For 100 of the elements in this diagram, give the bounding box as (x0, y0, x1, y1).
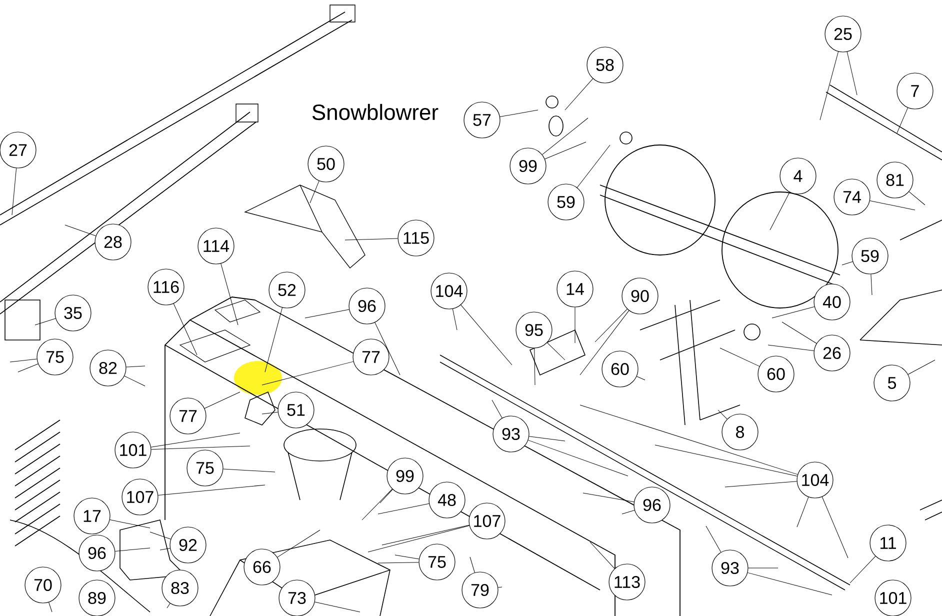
leader-line (380, 489, 393, 504)
leader-line (870, 274, 872, 296)
leader-line (534, 348, 536, 386)
leader-line (150, 532, 171, 540)
callout-number: 59 (852, 238, 888, 274)
callout-number: 60 (758, 356, 794, 392)
leader-line (150, 432, 240, 448)
leader-line (160, 548, 170, 550)
leader-line (768, 344, 814, 351)
callout-number: 52 (268, 272, 306, 308)
leader-line (580, 310, 630, 376)
leader-line (908, 360, 936, 375)
callout-number: 107 (468, 502, 506, 540)
leader-line (528, 436, 566, 442)
callout-number: 59 (548, 184, 584, 220)
leader-line (382, 524, 470, 546)
leader-line (908, 191, 926, 206)
leader-line (277, 530, 320, 558)
leader-line (126, 366, 146, 368)
callout-number: 96 (348, 288, 386, 324)
leader-line (344, 238, 398, 240)
leader-line (636, 376, 646, 380)
leader-line (314, 602, 360, 612)
leader-line (368, 525, 470, 552)
callout-number: 116 (148, 268, 184, 306)
leader-line (846, 52, 858, 96)
callout-number: 40 (814, 284, 850, 320)
leader-line (720, 348, 760, 367)
callout-number: 4 (780, 158, 816, 194)
callout-number: 101 (114, 432, 152, 468)
callout-number: 101 (874, 580, 912, 616)
leader-line (498, 586, 502, 588)
leader-line (374, 322, 400, 376)
leader-line (528, 440, 628, 476)
leader-line (18, 364, 38, 372)
leader-line (820, 51, 839, 120)
callout-number: 75 (186, 450, 224, 486)
leader-line (151, 446, 250, 450)
callout-number: 99 (510, 148, 546, 184)
callout-number: 26 (814, 334, 850, 372)
leader-line (896, 108, 908, 134)
leader-line (724, 481, 798, 488)
callout-number: 77 (170, 398, 206, 434)
leader-line (304, 309, 350, 318)
leader-line (48, 602, 52, 612)
callout-number: 48 (428, 482, 466, 518)
callout-number: 96 (78, 534, 116, 572)
leader-line (264, 307, 282, 372)
leader-line (574, 307, 576, 344)
leader-line (378, 503, 430, 514)
leader-line (460, 304, 512, 366)
leader-line (576, 144, 610, 188)
callout-number: 113 (608, 564, 646, 600)
leader-line (262, 361, 354, 386)
callout-number: 60 (602, 350, 638, 388)
callout-number: 73 (278, 580, 316, 616)
callout-number: 107 (122, 478, 158, 516)
leader-line (34, 318, 56, 326)
leader-line (362, 488, 392, 520)
leader-line (378, 562, 419, 564)
leader-line (470, 556, 475, 573)
leader-line (220, 263, 238, 326)
leader-line (580, 404, 798, 475)
leader-line (706, 526, 722, 552)
callout-number: 5 (874, 364, 910, 402)
leader-line (10, 358, 38, 362)
callout-number: 79 (462, 572, 498, 608)
leader-line (718, 410, 728, 420)
leader-line (654, 444, 798, 476)
callout-number: 57 (464, 102, 500, 138)
leader-line (394, 554, 420, 560)
callout-number: 75 (36, 338, 74, 376)
leader-line (173, 303, 198, 356)
callout-number: 82 (90, 350, 126, 386)
callout-number: 28 (94, 224, 132, 260)
callout-number: 14 (556, 270, 594, 308)
leader-line (782, 322, 817, 344)
leader-line (114, 548, 150, 552)
callout-number: 92 (170, 526, 206, 564)
callout-number: 35 (54, 294, 92, 332)
leader-line (770, 192, 790, 230)
callout-number: 75 (418, 544, 456, 580)
leader-line (124, 376, 146, 386)
leader-line (564, 78, 594, 110)
leader-line (850, 556, 876, 584)
leader-line (772, 306, 815, 318)
leader-line (500, 110, 538, 118)
callout-number: 90 (622, 278, 658, 314)
leader-line (582, 492, 634, 502)
leader-line (262, 412, 278, 414)
callout-number: 7 (896, 72, 934, 110)
callout-number: 77 (352, 338, 390, 376)
leader-line (223, 468, 276, 472)
callout-number: 93 (712, 550, 748, 586)
callout-number: 70 (24, 566, 62, 604)
callout-number: 89 (78, 580, 116, 616)
callout-number: 66 (244, 548, 280, 586)
callout-number: 50 (308, 146, 344, 182)
callout-number: 17 (74, 498, 110, 534)
leader-line (544, 142, 586, 160)
